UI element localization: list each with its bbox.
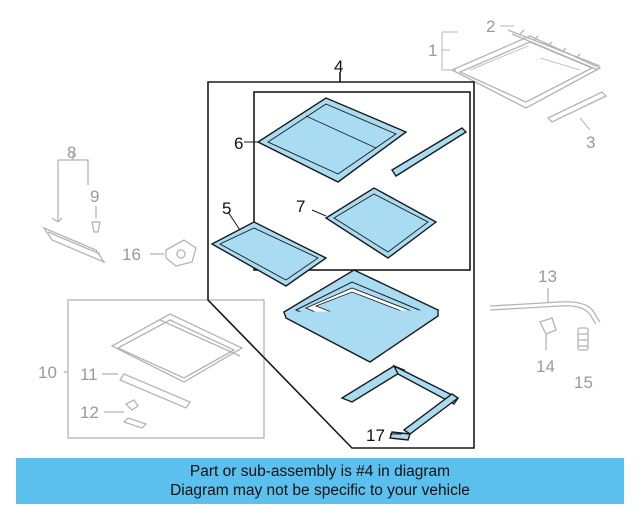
banner-line-disclaimer: Diagram may not be specific to your vehi… xyxy=(170,482,470,499)
leader-lines-1-2-3 xyxy=(441,25,591,131)
callout-1[interactable]: 1 xyxy=(428,41,437,60)
callout-2[interactable]: 2 xyxy=(486,17,495,36)
callout-8[interactable]: 8 xyxy=(67,143,76,162)
callout-5[interactable]: 5 xyxy=(222,199,231,218)
clip-part-14[interactable] xyxy=(539,317,557,350)
glass-panel-part-7[interactable] xyxy=(311,187,438,259)
rail-part-11[interactable] xyxy=(102,373,191,409)
callout-3[interactable]: 3 xyxy=(586,133,595,152)
roof-glass-seal-part-2[interactable] xyxy=(507,29,601,71)
sub-assembly-4-outline[interactable] xyxy=(207,72,475,449)
sunroof-frame-housing[interactable] xyxy=(282,269,440,363)
callout-6[interactable]: 6 xyxy=(234,134,243,153)
screw-part-12[interactable] xyxy=(104,399,148,429)
frame-seal-part-17[interactable] xyxy=(340,364,460,441)
guide-rail-bracket-part-8[interactable] xyxy=(42,152,106,264)
callout-17[interactable]: 17 xyxy=(366,426,385,445)
callout-4[interactable]: 4 xyxy=(334,57,343,76)
callout-13[interactable]: 13 xyxy=(538,267,557,286)
deflector-strip[interactable] xyxy=(391,127,468,177)
glass-panel-part-6[interactable] xyxy=(244,97,408,183)
callout-7[interactable]: 7 xyxy=(296,197,305,216)
info-banner: Part or sub-assembly is #4 in diagram Di… xyxy=(16,458,624,504)
callout-16[interactable]: 16 xyxy=(122,245,141,264)
callout-12[interactable]: 12 xyxy=(80,403,99,422)
banner-line-assembly: Part or sub-assembly is #4 in diagram xyxy=(189,463,451,480)
callout-15[interactable]: 15 xyxy=(574,373,593,392)
drain-hose-part-13[interactable] xyxy=(489,288,601,325)
sunshade-assembly-part-10[interactable] xyxy=(64,299,265,439)
bolt-part-9[interactable] xyxy=(91,206,101,233)
side-trim-strip-part-3[interactable] xyxy=(546,91,608,123)
clip-part-16[interactable] xyxy=(150,239,197,267)
callout-9[interactable]: 9 xyxy=(90,187,99,206)
callout-11[interactable]: 11 xyxy=(80,365,98,384)
callout-14[interactable]: 14 xyxy=(536,357,555,376)
sunshade-panel-part-5[interactable] xyxy=(210,211,328,287)
plug-part-15[interactable] xyxy=(577,327,589,351)
callout-10[interactable]: 10 xyxy=(38,363,57,382)
